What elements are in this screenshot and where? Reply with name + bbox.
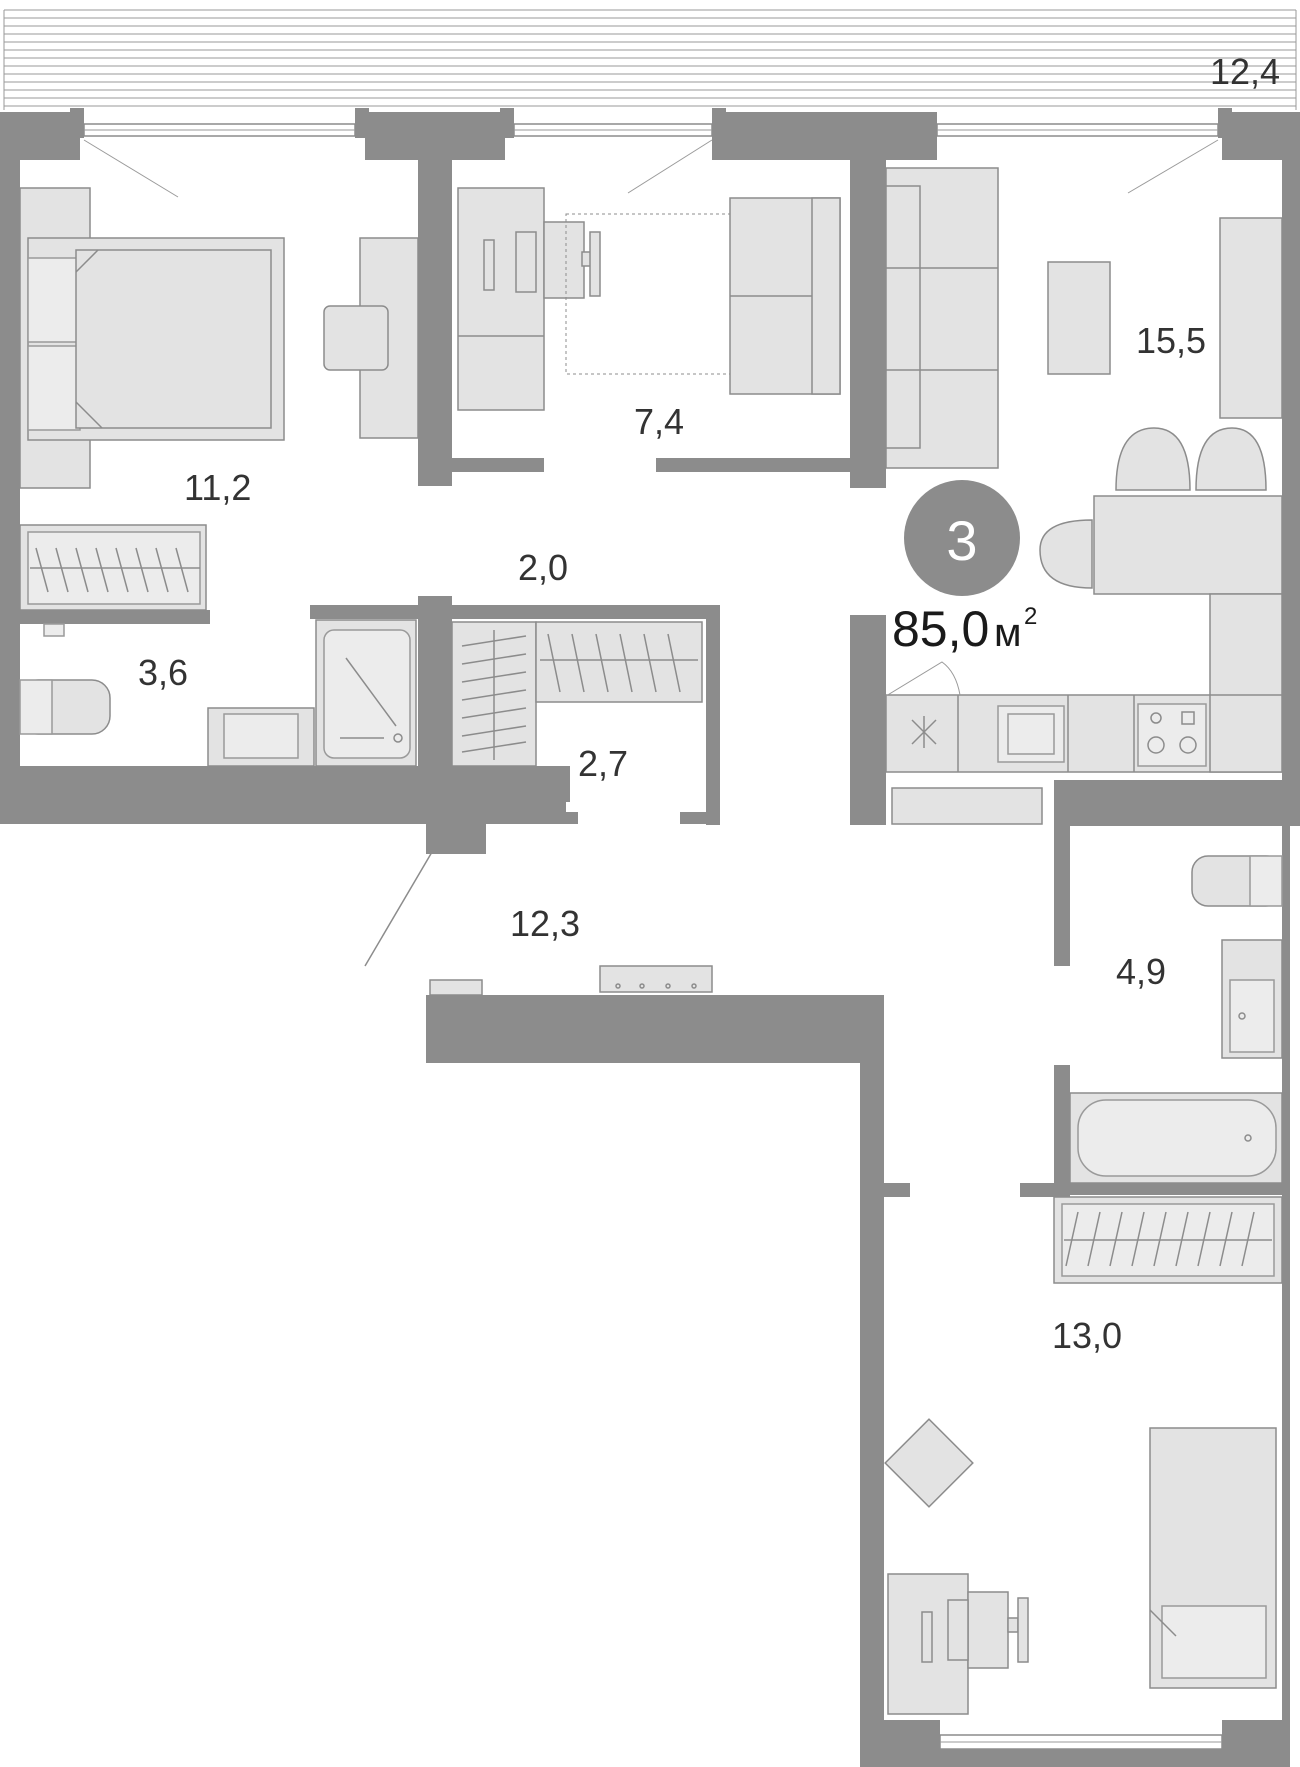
rooms-badge: 3	[904, 480, 1020, 596]
bathroom-1-area: 3,6	[138, 652, 188, 693]
bedroom-1-furniture	[19, 187, 419, 489]
balcony-area: 12,4	[1210, 51, 1280, 92]
area-unit-power: 2	[1024, 603, 1037, 630]
bedroom-3-area: 13,0	[1052, 1315, 1122, 1356]
balcony	[3, 9, 1297, 110]
living-furniture	[885, 167, 1283, 595]
hallway-furniture	[429, 965, 713, 996]
bathroom-1-furniture	[19, 524, 417, 767]
bedroom-2-area: 7,4	[634, 401, 684, 442]
bedroom-2-furniture	[457, 187, 841, 411]
room-labels: 12,4 11,2 7,4 15,5 2,0 3,6 2,7 12,3 4,9 …	[138, 51, 1280, 1356]
bedroom-3-furniture	[884, 1418, 1277, 1715]
wardrobe-furniture	[451, 621, 703, 767]
area-unit: м	[994, 611, 1022, 655]
bathroom-2-area: 4,9	[1116, 951, 1166, 992]
rooms-count: 3	[946, 509, 977, 572]
bedroom-1-area: 11,2	[184, 467, 251, 508]
wardrobe-2-area: 2,7	[578, 743, 628, 784]
total-area: 85,0 м 2	[892, 601, 1037, 657]
wardrobe-1-area: 2,0	[518, 547, 568, 588]
kitchen-furniture	[885, 593, 1283, 825]
bathroom-2-furniture	[1053, 855, 1283, 1284]
walls	[0, 108, 1300, 1767]
total-area-value: 85,0	[892, 601, 989, 657]
entrance-door	[364, 851, 433, 967]
hallway-area: 12,3	[510, 903, 580, 944]
living-kitchen-area: 15,5	[1136, 320, 1206, 361]
